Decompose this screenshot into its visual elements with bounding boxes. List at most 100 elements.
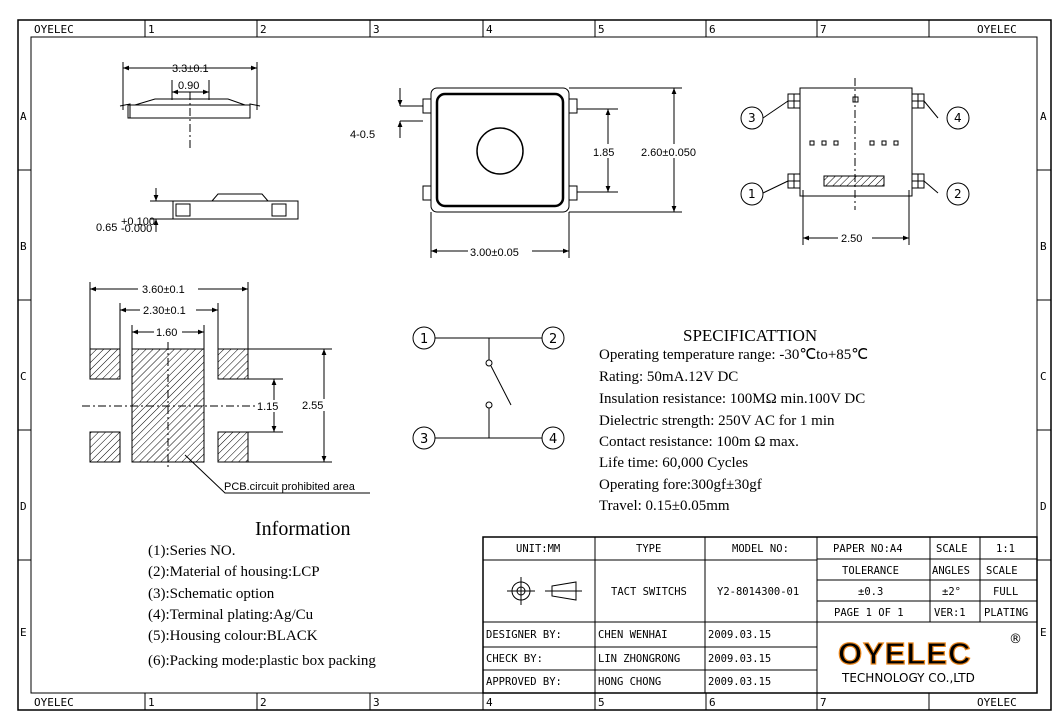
row-label-d-right: D xyxy=(1040,500,1047,513)
logo-subtitle: TECHNOLOGY CO.,LTD xyxy=(841,671,975,685)
spec-line-8: Travel: 0.15±0.05mm xyxy=(599,498,730,514)
bottom-view-hatched-area xyxy=(823,175,885,187)
thickness-dim: 0.65 xyxy=(96,222,117,234)
row-label-c-right: C xyxy=(1040,370,1047,383)
front-view xyxy=(397,87,682,258)
spec-line-5: Contact resistance: 100m Ω max. xyxy=(599,434,799,450)
profile-view xyxy=(150,188,299,232)
projection-symbol-icon xyxy=(507,577,582,605)
frame-labels: OYELEC OYELEC OYELEC OYELEC 1 2 3 4 5 6 … xyxy=(20,23,1047,709)
title-block-grid xyxy=(482,536,1038,694)
angles-value: ±2° xyxy=(942,586,961,598)
bottom-pin-1: 1 xyxy=(748,187,756,201)
pcb-gap-dim: 1.15 xyxy=(257,401,278,413)
pcb-outer-dim: 3.60±0.1 xyxy=(142,284,185,296)
bottom-view-pin-labels xyxy=(740,106,970,206)
col-label-7: 7 xyxy=(820,23,827,36)
bottom-view xyxy=(762,78,939,245)
info-title: Information xyxy=(255,518,351,540)
col-label-1: 1 xyxy=(148,23,155,36)
pcb-height-dim: 2.55 xyxy=(302,400,323,412)
info-line-6: (6):Packing mode:plastic box packing xyxy=(148,653,376,669)
row-label-a-left: A xyxy=(20,110,27,123)
paper-no: PAPER NO:A4 xyxy=(833,543,903,555)
bottom-pin-2: 2 xyxy=(954,187,962,201)
col-label-3: 3 xyxy=(373,23,380,36)
logo-wordmark: OYELEC xyxy=(838,636,971,671)
side-view-width-dim: 3.3±0.1 xyxy=(172,63,209,75)
side-view xyxy=(119,62,261,148)
col-label-4-bottom: 4 xyxy=(486,696,493,709)
col-label-4: 4 xyxy=(486,23,493,36)
col-label-6: 6 xyxy=(709,23,716,36)
approved-label: APPROVED BY: xyxy=(486,676,562,688)
schematic xyxy=(412,326,565,450)
tolerance-value: ±0.3 xyxy=(858,586,883,598)
plating-label: PLATING xyxy=(984,607,1028,619)
type-label: TYPE xyxy=(636,543,661,555)
col-label-5: 5 xyxy=(598,23,605,36)
designer-name: CHEN WENHAI xyxy=(598,629,668,641)
spec-line-3: Insulation resistance: 100MΩ min.100V DC xyxy=(599,391,865,407)
pcb-mid-dim: 2.30±0.1 xyxy=(143,305,186,317)
row-label-e-right: E xyxy=(1040,626,1047,639)
page-number: PAGE 1 OF 1 xyxy=(834,607,904,619)
company-logo: OYELEC ® TECHNOLOGY CO.,LTD xyxy=(837,632,1022,685)
checker-name: LIN ZHONGRONG xyxy=(598,653,680,665)
designer-label: DESIGNER BY: xyxy=(486,629,562,641)
schematic-pin-4: 4 xyxy=(549,432,557,447)
model-label: MODEL NO: xyxy=(732,543,789,555)
bottom-view-pitch-dim: 2.50 xyxy=(841,233,862,245)
approver-name: HONG CHONG xyxy=(598,676,661,688)
col-label-2-bottom: 2 xyxy=(260,696,267,709)
logo-registered-mark: ® xyxy=(1009,632,1022,647)
col-label-1-bottom: 1 xyxy=(148,696,155,709)
check-label: CHECK BY: xyxy=(486,653,543,665)
information: Information (1):Series NO. (2):Material … xyxy=(148,518,376,669)
bottom-pin-4: 4 xyxy=(954,111,962,125)
scale-label-2: SCALE xyxy=(986,565,1018,577)
bottom-pin-3: 3 xyxy=(748,111,756,125)
spec-line-2: Rating: 50mA.12V DC xyxy=(599,369,738,385)
frame-company-bottom-right: OYELEC xyxy=(977,696,1017,709)
tolerance-label: TOLERANCE xyxy=(842,565,899,577)
info-line-3: (3):Schematic option xyxy=(148,586,275,602)
pcb-inner-dim: 1.60 xyxy=(156,327,177,339)
row-label-c-left: C xyxy=(20,370,27,383)
spec-line-1: Operating temperature range: -30℃to+85℃ xyxy=(599,347,868,363)
schematic-pin-1: 1 xyxy=(420,332,428,347)
check-date: 2009.03.15 xyxy=(708,653,771,665)
row-label-a-right: A xyxy=(1040,110,1047,123)
title-block-text: UNIT:MM TYPE MODEL NO: PAPER NO:A4 SCALE… xyxy=(486,543,1028,688)
scale-value: 1:1 xyxy=(996,543,1015,555)
width-dim: 3.00±0.05 xyxy=(470,247,519,259)
spec-line-7: Operating fore:300gf±30gf xyxy=(599,477,762,493)
spec-title: SPECIFICATTION xyxy=(683,326,817,345)
unit-label: UNIT:MM xyxy=(516,543,560,555)
thickness-tol-minus: -0.000 xyxy=(121,223,152,235)
specification: SPECIFICATTION Operating temperature ran… xyxy=(599,326,868,514)
spec-line-6: Life time: 60,000 Cycles xyxy=(599,455,748,471)
schematic-pin-3: 3 xyxy=(420,432,428,447)
col-label-3-bottom: 3 xyxy=(373,696,380,709)
terminal-dim: 4-0.5 xyxy=(350,129,375,141)
pcb-layout xyxy=(82,342,256,470)
frame-company-top-right: OYELEC xyxy=(977,23,1017,36)
row-label-e-left: E xyxy=(20,626,27,639)
approved-date: 2009.03.15 xyxy=(708,676,771,688)
spec-line-4: Dielectric strength: 250V AC for 1 min xyxy=(599,413,835,429)
pitch-dim: 1.85 xyxy=(593,147,614,159)
scale-value-2: FULL xyxy=(993,586,1018,598)
col-label-7-bottom: 7 xyxy=(820,696,827,709)
designer-date: 2009.03.15 xyxy=(708,629,771,641)
info-line-2: (2):Material of housing:LCP xyxy=(148,564,320,580)
side-view-actuator-dim: 0.90 xyxy=(178,80,199,92)
frame-company-top-left: OYELEC xyxy=(34,23,74,36)
pcb-prohibited-note: PCB.circuit prohibited area xyxy=(224,481,356,493)
model-value: Y2-8014300-01 xyxy=(717,586,799,598)
frame-company-bottom-left: OYELEC xyxy=(34,696,74,709)
row-label-b-right: B xyxy=(1040,240,1047,253)
schematic-pin-2: 2 xyxy=(549,332,557,347)
col-label-5-bottom: 5 xyxy=(598,696,605,709)
